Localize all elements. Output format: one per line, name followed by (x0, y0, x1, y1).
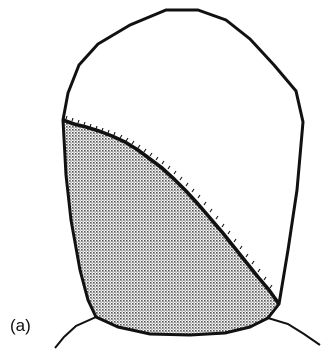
left-neighbor-boundary (55, 317, 96, 348)
panel-label: (a) (10, 317, 31, 334)
stippled-region (63, 120, 279, 335)
right-neighbor-boundary (268, 318, 320, 345)
